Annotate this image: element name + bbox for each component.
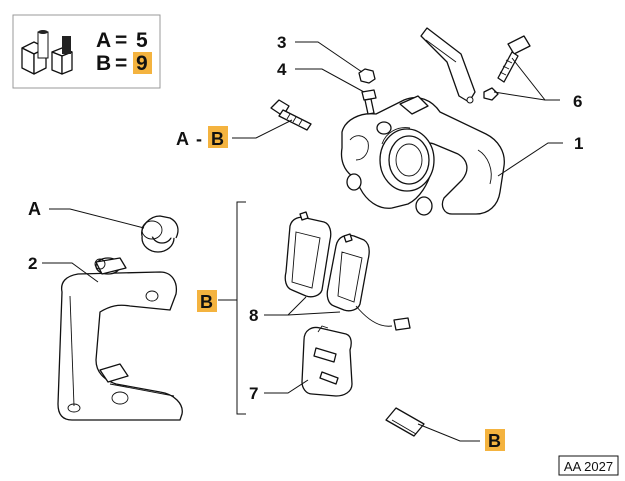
group-bracket xyxy=(236,201,246,415)
bleed-screw xyxy=(361,89,377,115)
legend-box: A = 5 B = 9 xyxy=(12,14,161,89)
callout-6: 6 xyxy=(573,92,582,111)
caliper-body xyxy=(340,95,505,216)
bolt-label-a: A xyxy=(176,129,189,149)
callout-2: 2 xyxy=(28,254,37,273)
bracket-label-b: B xyxy=(200,292,213,312)
bolt-label-b: B xyxy=(211,129,224,149)
bolt-label-dash: - xyxy=(196,129,202,149)
bracket-b-highlight xyxy=(197,290,217,312)
legend-b-value: 9 xyxy=(136,52,148,75)
pad-clip xyxy=(385,407,425,437)
callout-8: 8 xyxy=(249,306,258,325)
clip-label-b: B xyxy=(488,431,501,451)
bleed-cap xyxy=(358,68,376,84)
bushing-label-a: A xyxy=(28,199,41,219)
pad-fitting-kit xyxy=(301,325,353,397)
callout-4: 4 xyxy=(277,60,287,79)
caliper-carrier xyxy=(57,257,183,421)
callout-7: 7 xyxy=(249,384,258,403)
bolt-b-highlight xyxy=(208,126,228,148)
figure-code-box: AA 2027 xyxy=(558,455,619,476)
legend-b-equals: = xyxy=(115,52,127,75)
clip-b-highlight xyxy=(485,429,505,451)
toolbox-icon xyxy=(21,30,73,75)
guide-bolt xyxy=(270,99,312,131)
leader-lines xyxy=(42,41,563,442)
legend-a-value: 5 xyxy=(136,29,148,52)
brake-pad-outer xyxy=(326,233,370,312)
guide-bushing xyxy=(141,215,179,253)
legend-a-letter: A xyxy=(96,29,111,52)
legend-b-highlight xyxy=(133,52,152,74)
figure-code: AA 2027 xyxy=(564,459,613,474)
legend-a-equals: = xyxy=(115,29,127,52)
callout-1: 1 xyxy=(574,134,583,153)
wear-sensor-wire xyxy=(355,305,411,331)
callout-3: 3 xyxy=(277,33,286,52)
legend-b-letter: B xyxy=(96,52,111,75)
brake-pad-inner xyxy=(284,211,332,298)
caliper-spring-bracket xyxy=(420,27,499,104)
